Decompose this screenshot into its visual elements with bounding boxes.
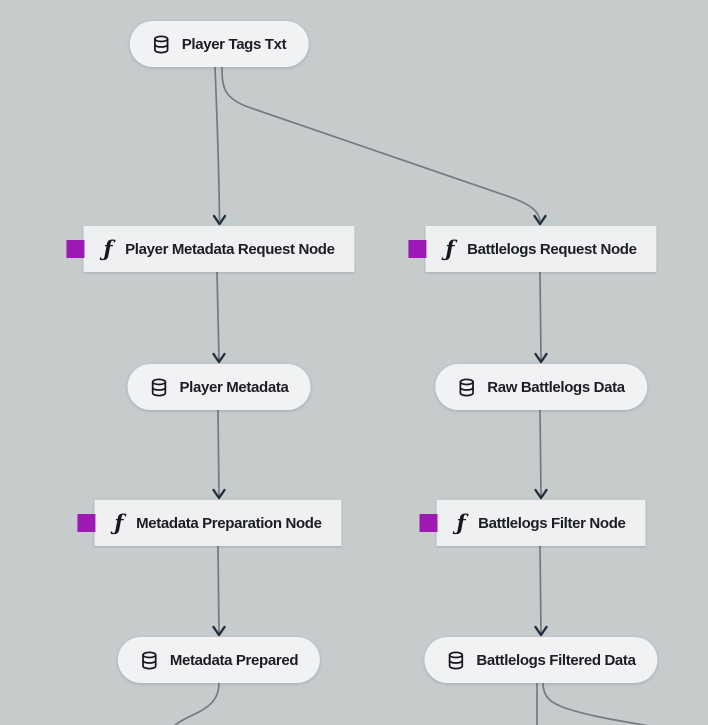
input-handle[interactable]	[408, 240, 427, 258]
edge-player-tags-to-battlelogs-request	[221, 66, 541, 222]
database-icon	[142, 651, 157, 669]
arrowhead	[212, 352, 226, 364]
node-label: Battlelogs Filtered Data	[476, 651, 636, 669]
function-icon: ƒ	[445, 235, 455, 261]
node-metadata-preparation[interactable]: ƒ Metadata Preparation Node	[77, 500, 342, 546]
arrowhead	[534, 352, 548, 364]
node-battlelogs-request[interactable]: ƒ Battlelogs Request Node	[408, 226, 657, 272]
arrowhead	[212, 214, 227, 226]
edge-metadata-request-to-player-metadata	[216, 271, 220, 361]
input-handle[interactable]	[77, 514, 96, 532]
arrowhead	[212, 488, 226, 500]
database-icon	[151, 378, 167, 396]
node-player-metadata[interactable]: Player Metadata	[127, 364, 311, 410]
arrowhead	[533, 214, 547, 226]
function-icon: ƒ	[103, 235, 113, 261]
arrowhead	[534, 488, 548, 500]
arrowhead	[534, 625, 548, 637]
node-label: Raw Battlelogs Data	[487, 378, 625, 396]
node-player-metadata-request[interactable]: ƒ Player Metadata Request Node	[66, 226, 355, 272]
node-battlelogs-filter[interactable]: ƒ Battlelogs Filter Node	[419, 500, 646, 546]
node-label: Metadata Preparation Node	[136, 514, 322, 532]
edge-player-tags-to-metadata-request	[214, 66, 221, 222]
node-raw-battlelogs-data[interactable]: Raw Battlelogs Data	[435, 364, 647, 410]
function-icon: ƒ	[456, 509, 466, 535]
node-label: Metadata Prepared	[169, 651, 299, 669]
edge-filtered-to-offscreen-right	[542, 682, 649, 725]
node-metadata-prepared[interactable]: Metadata Prepared	[117, 637, 321, 683]
edge-player-metadata-to-preparation	[217, 409, 220, 497]
node-label: Battlelogs Request Node	[467, 240, 637, 258]
edge-preparation-to-prepared	[217, 545, 220, 634]
database-icon	[154, 35, 169, 53]
input-handle[interactable]	[419, 514, 438, 532]
node-label: Player Metadata	[179, 378, 289, 396]
input-handle[interactable]	[66, 240, 85, 258]
node-player-tags-txt[interactable]: Player Tags Txt	[129, 21, 309, 67]
node-label: Battlelogs Filter Node	[478, 514, 626, 532]
edge-prepared-to-offscreen	[173, 682, 220, 725]
function-icon: ƒ	[114, 509, 124, 535]
database-icon	[459, 378, 474, 396]
edge-filter-node-to-filtered-data	[539, 545, 542, 634]
edge-battlelogs-request-to-raw-data	[539, 271, 542, 361]
node-label: Player Metadata Request Node	[125, 240, 335, 258]
arrowhead	[212, 625, 226, 637]
edge-raw-data-to-filter-node	[539, 409, 542, 497]
database-icon	[448, 651, 464, 669]
node-battlelogs-filtered-data[interactable]: Battlelogs Filtered Data	[424, 637, 658, 683]
node-label: Player Tags Txt	[181, 35, 287, 53]
